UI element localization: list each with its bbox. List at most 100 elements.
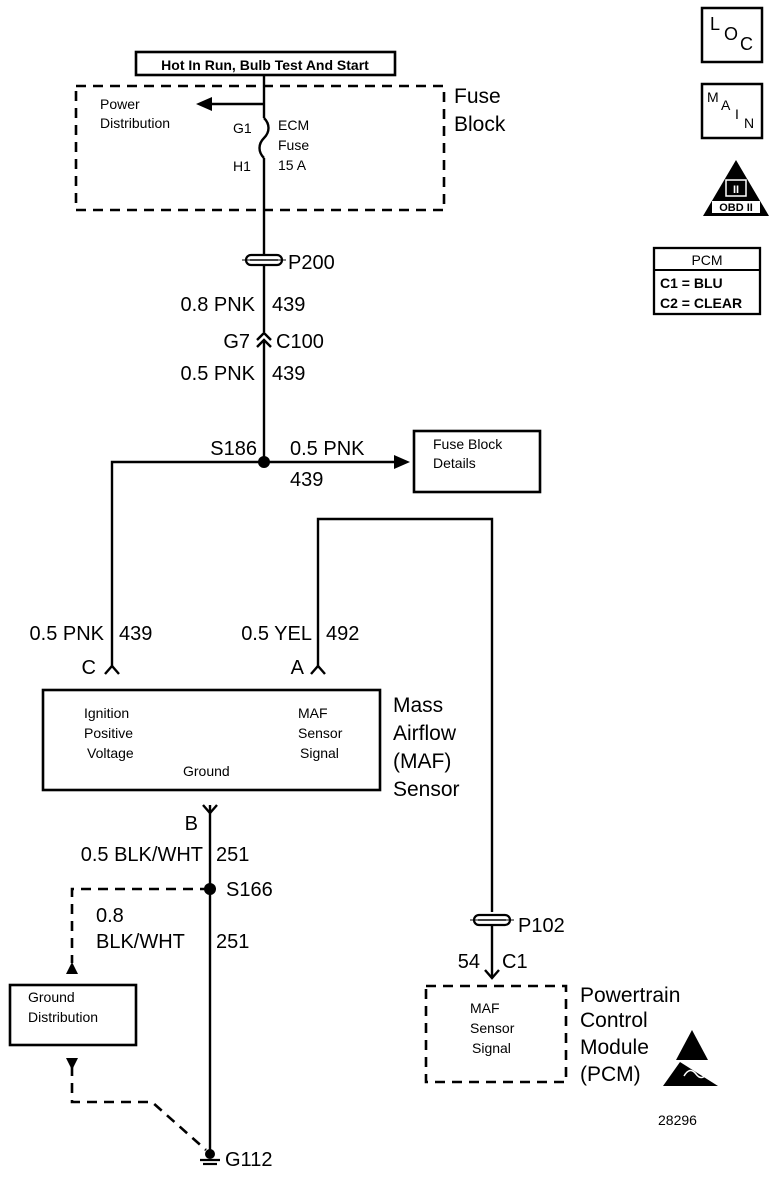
fuse-block-outline [74,84,446,212]
g112-label: G112 [225,1149,272,1171]
loc-icon-letter-o: O [724,24,738,44]
loc-icon[interactable]: L O C [700,6,764,64]
pcm-table-row-1: C1 = BLU [660,275,723,291]
lower-wire-gauge: 0.5 PNK [181,363,256,385]
fuse-details-box [412,429,542,494]
loc-icon-letter-c: C [740,34,753,54]
p200-connector [242,253,286,267]
pin-a-terminal [310,664,326,675]
power-dist-label-1: Power [100,96,140,112]
main-icon-letter-i: I [735,106,739,122]
a-wire-gauge: 0.5 YEL [241,623,312,645]
fuse-details-label-1: Fuse Block [433,436,503,452]
maf-signal-label-2: Sensor [298,725,343,741]
main-icon[interactable]: M A I N [700,82,764,140]
b-wire-gauge: 0.5 BLK/WHT [81,844,203,866]
ground-dist-label-2: Distribution [28,1009,98,1025]
maf-title-2: Airflow [393,722,457,745]
pin-b-label: B [185,813,198,835]
p102-label: P102 [518,915,565,937]
maf-signal-label-3: Signal [300,745,339,761]
ground-dist-label-1: Ground [28,989,75,1005]
maf-signal-label-1: MAF [298,705,328,721]
b-wire-circuit: 251 [216,844,249,866]
ground-dist-link-upper [70,887,210,963]
ground-dist-box [8,983,138,1047]
esd-warning-icon [663,1030,718,1086]
c-wire-circuit: 439 [119,623,152,645]
wire-439-to-c [110,460,264,666]
h1-label: H1 [233,158,251,174]
pcm-outline [424,984,568,1084]
ground-dist-arrow-up [66,962,78,974]
ecm-fuse-label-3: 15 A [278,157,307,173]
g1-label: G1 [233,120,252,136]
pcm-title-4: (PCM) [580,1063,641,1086]
power-dist-label-2: Distribution [100,115,170,131]
pin-54-label: 54 [458,951,480,973]
fuse-details-label-2: Details [433,455,476,471]
fuse-header-box [134,50,397,77]
wire-492-signal [316,517,494,912]
pcm-title-2: Control [580,1009,648,1032]
upper-wire-gauge: 0.8 PNK [181,294,256,316]
lower-wire-circuit: 439 [272,363,305,385]
fuse-block-title-2: Block [454,113,506,136]
pin-c-terminal [104,664,120,675]
upper-wire-circuit: 439 [272,294,305,316]
c100-label: C100 [276,331,324,353]
g7-label: G7 [223,331,250,353]
obd-ii-mark: II [733,184,739,196]
branch-wire-circuit: 439 [290,469,323,491]
ecm-fuse-label-1: ECM [278,117,309,133]
ecm-fuse-symbol [258,117,270,159]
branch-arrow [394,455,410,469]
c-wire-gauge: 0.5 PNK [30,623,105,645]
power-dist-arrow [196,97,212,111]
pcm-signal-label-3: Signal [472,1040,511,1056]
main-icon-letter-a: A [721,97,731,113]
pcm-connector-table [652,246,762,316]
g-wire-gauge-1: 0.8 [96,905,124,927]
maf-title-4: Sensor [393,778,460,801]
ignition-label-2: Positive [84,725,133,741]
p102-connector [470,913,514,927]
figure-number: 28296 [658,1112,697,1128]
ignition-label-3: Voltage [87,745,134,761]
g112-ground-symbol [200,1149,220,1166]
main-icon-letter-m: M [707,89,719,105]
maf-title-1: Mass [393,694,443,717]
obd-ii-icon[interactable]: II OBD II [703,160,769,216]
pcm-table-title: PCM [691,252,722,268]
pcm-table-row-2: C2 = CLEAR [660,295,742,311]
ecm-fuse-label-2: Fuse [278,137,309,153]
pin-a-label: A [291,657,305,679]
branch-wire-gauge: 0.5 PNK [290,438,365,460]
s166-label: S166 [226,879,273,901]
pcm-signal-label-1: MAF [470,1000,500,1016]
main-icon-letter-n: N [744,115,754,131]
ignition-label-1: Ignition [84,705,129,721]
p200-label: P200 [288,252,335,274]
fuse-header-label: Hot In Run, Bulb Test And Start [161,57,369,73]
fuse-block-title-1: Fuse [454,85,501,108]
obd-ii-label: OBD II [719,202,753,214]
ground-label: Ground [183,763,230,779]
loc-icon-letter-l: L [710,14,720,34]
pcm-title-1: Powertrain [580,984,680,1007]
ground-dist-link-lower [70,1066,207,1151]
g-wire-circuit: 251 [216,931,249,953]
ground-dist-arrow-down [66,1058,78,1070]
pcm-signal-label-2: Sensor [470,1020,515,1036]
maf-title-3: (MAF) [393,750,451,773]
pin-54-terminal [484,969,500,980]
a-wire-circuit: 492 [326,623,359,645]
pin-c-label: C [82,657,96,679]
pcm-title-3: Module [580,1036,649,1059]
c1-label: C1 [502,951,528,973]
maf-sensor-box [41,688,382,792]
s186-label: S186 [210,438,257,460]
g-wire-gauge-2: BLK/WHT [96,931,185,953]
